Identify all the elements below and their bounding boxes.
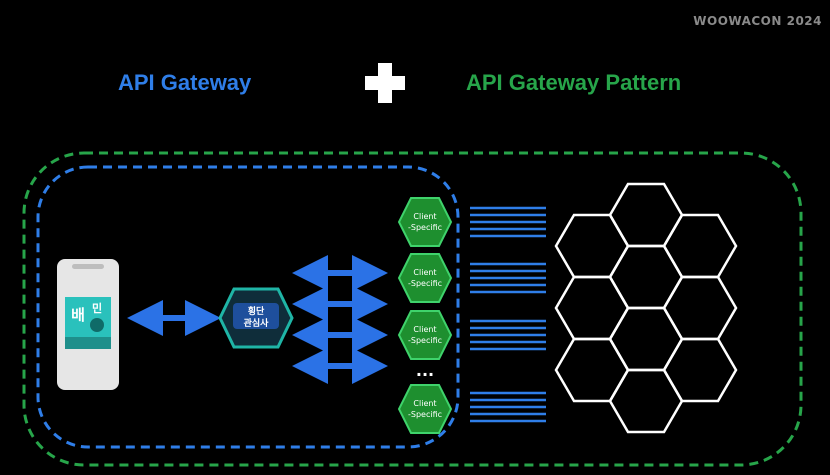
- hexagon-grid: [554, 182, 738, 434]
- client-node: Client -Specific: [397, 310, 453, 360]
- gateway-label-line2: 관심사: [244, 317, 270, 329]
- service-hexagon: [554, 213, 630, 279]
- service-hexagon: [608, 368, 684, 434]
- service-hexagon: [608, 306, 684, 372]
- service-hexagon: [554, 337, 630, 403]
- app-logo-char-1: 배: [71, 306, 85, 324]
- client-label-line1: Client: [413, 325, 436, 334]
- service-hexagon: [662, 213, 738, 279]
- client-label-line1: Client: [413, 212, 436, 221]
- gateway-label-line1: 횡단: [248, 305, 265, 317]
- connection-lines: [470, 206, 546, 423]
- client-label-line2: -Specific: [408, 223, 442, 232]
- client-label-line2: -Specific: [408, 410, 442, 419]
- service-hexagon: [608, 244, 684, 310]
- gateway-node: 횡단 관심사: [218, 287, 294, 349]
- api-gateway-pattern-title: API Gateway Pattern: [466, 70, 682, 95]
- pattern-boundary: [22, 151, 803, 467]
- ellipsis: ...: [416, 361, 434, 380]
- brand-label: WOOWACON 2024: [693, 14, 822, 28]
- gateway-client-arrows: [292, 255, 388, 384]
- plus-icon: [365, 63, 405, 103]
- service-hexagon: [608, 182, 684, 248]
- service-hexagon: [662, 337, 738, 403]
- app-logo-char-2: 민: [92, 301, 102, 315]
- client-label-line2: -Specific: [408, 336, 442, 345]
- gateway-boundary: [36, 165, 460, 449]
- client-node: Client -Specific: [397, 384, 453, 434]
- client-label-line1: Client: [413, 268, 436, 277]
- client-node: Client -Specific: [397, 197, 453, 247]
- client-node: Client -Specific: [397, 253, 453, 303]
- phone-icon: 배 민: [57, 259, 119, 390]
- service-hexagon: [662, 275, 738, 341]
- client-label-line2: -Specific: [408, 279, 442, 288]
- client-label-line1: Client: [413, 399, 436, 408]
- service-hexagon: [554, 275, 630, 341]
- api-gateway-title: API Gateway: [118, 70, 252, 95]
